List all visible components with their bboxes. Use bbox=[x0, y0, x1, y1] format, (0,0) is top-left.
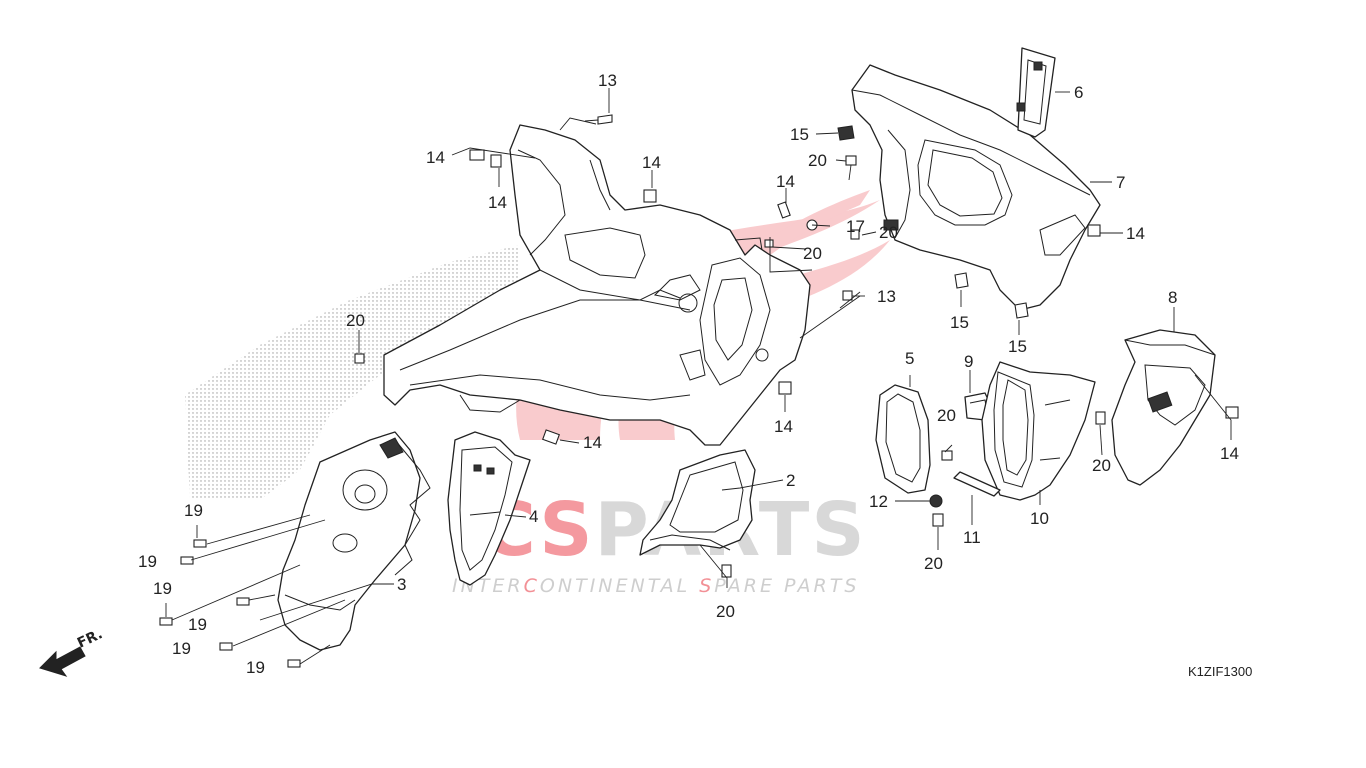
callout: 20 bbox=[803, 244, 822, 263]
callout: 14 bbox=[1220, 444, 1239, 463]
callout: 14 bbox=[774, 417, 793, 436]
callout: 14 bbox=[583, 433, 602, 452]
screw-20-h bbox=[1095, 411, 1106, 425]
callout: 15 bbox=[950, 313, 969, 332]
part-6-bracket bbox=[1016, 47, 1056, 138]
callout: 2 bbox=[786, 471, 795, 490]
screw-19-b bbox=[180, 556, 194, 565]
callout: 19 bbox=[246, 658, 265, 677]
screw-20-g bbox=[932, 513, 944, 527]
callout: 19 bbox=[172, 639, 191, 658]
screw-13-top bbox=[584, 114, 613, 125]
callout: 15 bbox=[1008, 337, 1027, 356]
callout: 15 bbox=[790, 125, 809, 144]
direction-label: FR. bbox=[75, 626, 105, 651]
callout: 3 bbox=[397, 575, 406, 594]
callout: 4 bbox=[529, 507, 538, 526]
callout: 14 bbox=[776, 172, 795, 191]
front-direction-indicator: FR. bbox=[39, 626, 105, 677]
callout: 20 bbox=[1092, 456, 1111, 475]
screw-19-c bbox=[159, 617, 173, 626]
clip-15-a bbox=[837, 125, 855, 141]
bolt-17 bbox=[806, 219, 831, 231]
callout: 14 bbox=[426, 148, 445, 167]
tagline-part: ONTINENTAL bbox=[540, 575, 699, 597]
callout: 19 bbox=[184, 501, 203, 520]
callout: 10 bbox=[1030, 509, 1049, 528]
clip-14-e bbox=[542, 429, 560, 445]
callout: 17 bbox=[846, 217, 865, 236]
part-11-rod bbox=[953, 471, 1001, 497]
screw-19-a bbox=[193, 539, 207, 548]
frame-shading bbox=[185, 245, 520, 500]
clip-14-b bbox=[490, 154, 502, 168]
screw-20-a bbox=[764, 239, 774, 248]
callout-labels: 13 14 14 14 14 17 20 20 13 20 14 14 2 4 … bbox=[138, 71, 1239, 677]
callout: 19 bbox=[138, 552, 157, 571]
callout: 12 bbox=[869, 492, 888, 511]
callout: 13 bbox=[877, 287, 896, 306]
screw-20-c bbox=[354, 353, 365, 364]
part-5-ring bbox=[875, 384, 931, 494]
diagram-code: K1ZIF1300 bbox=[1188, 664, 1252, 679]
callout: 20 bbox=[716, 602, 735, 621]
callout: 6 bbox=[1074, 83, 1083, 102]
callout: 20 bbox=[879, 223, 898, 242]
callout: 19 bbox=[188, 615, 207, 634]
callout: 14 bbox=[1126, 224, 1145, 243]
tagline-part: C bbox=[524, 575, 540, 597]
screw-19-e bbox=[219, 642, 233, 651]
screw-19-d bbox=[236, 597, 250, 606]
callout: 11 bbox=[963, 528, 981, 547]
screw-20-e bbox=[845, 155, 857, 181]
fasteners bbox=[159, 114, 1239, 668]
screw-20-d bbox=[721, 564, 732, 578]
callout: 20 bbox=[808, 151, 827, 170]
tagline-part: S bbox=[699, 575, 714, 597]
callout: 20 bbox=[346, 311, 365, 330]
callout: 7 bbox=[1116, 173, 1125, 192]
clip-15-c bbox=[1014, 302, 1029, 319]
arrow-left-icon bbox=[39, 646, 86, 677]
clip-14-d bbox=[777, 201, 791, 219]
screw-19-f bbox=[287, 659, 301, 668]
callout: 14 bbox=[642, 153, 661, 172]
callout: 20 bbox=[937, 406, 956, 425]
screw-13-mid bbox=[842, 290, 865, 301]
clip-14-g bbox=[1087, 224, 1101, 237]
callout: 20 bbox=[924, 554, 943, 573]
part-10-lid-frame bbox=[981, 361, 1096, 501]
clip-14-f bbox=[778, 381, 792, 395]
clip-14-h bbox=[1225, 406, 1239, 419]
part-7-upper-cover bbox=[851, 64, 1101, 311]
grommet-12 bbox=[929, 494, 943, 508]
leader-lines bbox=[165, 88, 1232, 665]
screw-20-f bbox=[941, 450, 953, 461]
tagline-part: PARE PARTS bbox=[714, 575, 859, 597]
clip-14-c bbox=[643, 189, 657, 203]
clip-15-b bbox=[954, 272, 969, 289]
part-4-seal bbox=[447, 431, 531, 586]
watermark-tagline: INTERCONTINENTAL SPARE PARTS bbox=[452, 575, 859, 597]
callout: 9 bbox=[964, 352, 973, 371]
part-inner-cover-main bbox=[383, 124, 811, 446]
callout: 13 bbox=[598, 71, 617, 90]
clip-14-a bbox=[469, 149, 485, 161]
callout: 14 bbox=[488, 193, 507, 212]
callout: 8 bbox=[1168, 288, 1177, 307]
callout: 5 bbox=[905, 349, 914, 368]
part-2-lower-panel bbox=[639, 449, 756, 556]
callout: 19 bbox=[153, 579, 172, 598]
part-8-lid bbox=[1111, 329, 1216, 486]
part-3-left-cover bbox=[277, 431, 431, 651]
screw-20-b bbox=[850, 229, 860, 240]
